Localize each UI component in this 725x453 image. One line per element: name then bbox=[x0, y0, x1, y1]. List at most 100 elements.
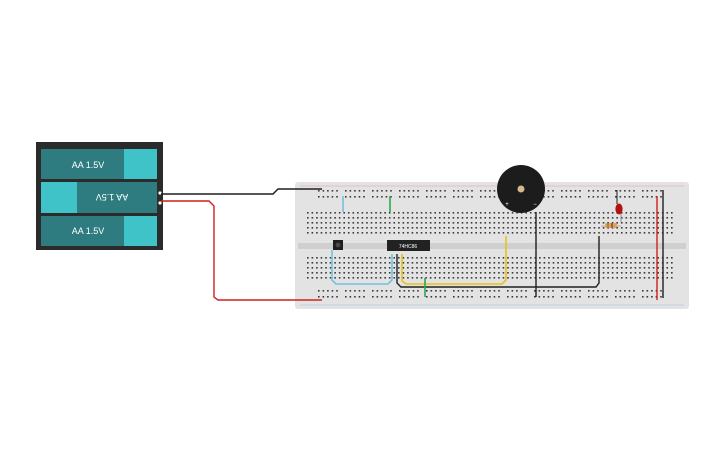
breadboard-hole[interactable] bbox=[620, 232, 623, 234]
breadboard-hole[interactable] bbox=[352, 232, 355, 234]
breadboard-hole[interactable] bbox=[384, 232, 386, 234]
breadboard-hole[interactable] bbox=[462, 290, 464, 292]
breadboard-hole[interactable] bbox=[615, 196, 617, 198]
breadboard-hole[interactable] bbox=[403, 190, 406, 192]
breadboard-hole[interactable] bbox=[444, 196, 446, 198]
breadboard-hole[interactable] bbox=[565, 296, 568, 298]
breadboard-hole[interactable] bbox=[516, 277, 518, 279]
breadboard-hole[interactable] bbox=[588, 296, 590, 298]
breadboard-hole[interactable] bbox=[408, 296, 410, 298]
breadboard-hole[interactable] bbox=[639, 277, 641, 279]
breadboard-hole[interactable] bbox=[529, 227, 532, 229]
breadboard-hole[interactable] bbox=[457, 222, 459, 224]
breadboard-hole[interactable] bbox=[593, 227, 596, 229]
breadboard-hole[interactable] bbox=[403, 196, 406, 198]
breadboard-hole[interactable] bbox=[516, 212, 518, 214]
breadboard-hole[interactable] bbox=[444, 190, 446, 192]
breadboard-hole[interactable] bbox=[420, 267, 423, 269]
breadboard-hole[interactable] bbox=[552, 227, 555, 229]
breadboard-hole[interactable] bbox=[493, 217, 496, 219]
breadboard-hole[interactable] bbox=[606, 190, 608, 192]
breadboard-hole[interactable] bbox=[375, 217, 377, 219]
breadboard-hole[interactable] bbox=[479, 262, 482, 264]
breadboard-hole[interactable] bbox=[384, 222, 386, 224]
breadboard-hole[interactable] bbox=[511, 217, 514, 219]
breadboard-hole[interactable] bbox=[520, 222, 523, 224]
breadboard-hole[interactable] bbox=[475, 227, 477, 229]
breadboard-hole[interactable] bbox=[502, 232, 505, 234]
breadboard-hole[interactable] bbox=[307, 257, 309, 259]
breadboard-hole[interactable] bbox=[407, 232, 409, 234]
breadboard-hole[interactable] bbox=[452, 227, 455, 229]
breadboard-hole[interactable] bbox=[420, 227, 423, 229]
breadboard-hole[interactable] bbox=[511, 296, 514, 298]
breadboard-hole[interactable] bbox=[507, 262, 509, 264]
breadboard-hole[interactable] bbox=[475, 277, 477, 279]
breadboard-hole[interactable] bbox=[480, 196, 482, 198]
breadboard-hole[interactable] bbox=[434, 262, 436, 264]
breadboard-hole[interactable] bbox=[462, 296, 464, 298]
breadboard-hole[interactable] bbox=[347, 272, 350, 274]
breadboard-hole[interactable] bbox=[507, 227, 509, 229]
breadboard-hole[interactable] bbox=[565, 196, 568, 198]
breadboard-hole[interactable] bbox=[388, 212, 391, 214]
breadboard-hole[interactable] bbox=[320, 277, 323, 279]
breadboard-hole[interactable] bbox=[498, 290, 500, 292]
breadboard-hole[interactable] bbox=[611, 217, 614, 219]
breadboard-hole[interactable] bbox=[444, 290, 446, 292]
breadboard-hole[interactable] bbox=[651, 190, 653, 192]
breadboard-hole[interactable] bbox=[570, 277, 573, 279]
breadboard-hole[interactable] bbox=[639, 227, 641, 229]
wires[interactable] bbox=[161, 188, 664, 301]
breadboard-hole[interactable] bbox=[534, 296, 536, 298]
breadboard-hole[interactable] bbox=[407, 257, 409, 259]
breadboard-hole[interactable] bbox=[539, 217, 541, 219]
breadboard-hole[interactable] bbox=[457, 190, 460, 192]
breadboard-hole[interactable] bbox=[652, 232, 655, 234]
breadboard-hole[interactable] bbox=[671, 232, 673, 234]
breadboard-hole[interactable] bbox=[620, 257, 623, 259]
breadboard-hole[interactable] bbox=[307, 267, 309, 269]
breadboard-hole[interactable] bbox=[616, 257, 618, 259]
breadboard-hole[interactable] bbox=[479, 232, 482, 234]
breadboard-hole[interactable] bbox=[429, 257, 432, 259]
breadboard-hole[interactable] bbox=[570, 190, 572, 192]
breadboard-hole[interactable] bbox=[652, 272, 655, 274]
breadboard-hole[interactable] bbox=[345, 196, 347, 198]
breadboard-hole[interactable] bbox=[480, 290, 482, 292]
breadboard-hole[interactable] bbox=[516, 267, 518, 269]
breadboard-hole[interactable] bbox=[615, 190, 617, 192]
breadboard-hole[interactable] bbox=[329, 272, 332, 274]
breadboard-hole[interactable] bbox=[580, 217, 582, 219]
breadboard-hole[interactable] bbox=[370, 232, 373, 234]
breadboard-hole[interactable] bbox=[457, 196, 460, 198]
breadboard-hole[interactable] bbox=[393, 227, 396, 229]
breadboard-hole[interactable] bbox=[318, 190, 320, 192]
breadboard-hole[interactable] bbox=[347, 217, 350, 219]
breadboard-hole[interactable] bbox=[311, 222, 314, 224]
breadboard-hole[interactable] bbox=[484, 232, 487, 234]
breadboard-hole[interactable] bbox=[370, 272, 373, 274]
breadboard-hole[interactable] bbox=[461, 272, 464, 274]
breadboard-hole[interactable] bbox=[352, 267, 355, 269]
breadboard-hole[interactable] bbox=[347, 262, 350, 264]
breadboard-hole[interactable] bbox=[657, 227, 659, 229]
breadboard-hole[interactable] bbox=[660, 190, 662, 192]
breadboard-hole[interactable] bbox=[352, 277, 355, 279]
breadboard-hole[interactable] bbox=[646, 196, 649, 198]
breadboard-hole[interactable] bbox=[402, 232, 405, 234]
battery-cell-2[interactable]: AA 1.5V bbox=[41, 182, 157, 213]
breadboard-hole[interactable] bbox=[402, 217, 405, 219]
breadboard-hole[interactable] bbox=[580, 227, 582, 229]
breadboard-hole[interactable] bbox=[493, 212, 496, 214]
breadboard-hole[interactable] bbox=[593, 267, 596, 269]
breadboard-hole[interactable] bbox=[425, 232, 427, 234]
breadboard-hole[interactable] bbox=[375, 257, 377, 259]
breadboard-hole[interactable] bbox=[429, 272, 432, 274]
breadboard-hole[interactable] bbox=[516, 222, 518, 224]
breadboard-hole[interactable] bbox=[502, 212, 505, 214]
breadboard-hole[interactable] bbox=[507, 272, 509, 274]
breadboard-hole[interactable] bbox=[529, 212, 532, 214]
breadboard-hole[interactable] bbox=[320, 262, 323, 264]
breadboard-hole[interactable] bbox=[325, 217, 327, 219]
